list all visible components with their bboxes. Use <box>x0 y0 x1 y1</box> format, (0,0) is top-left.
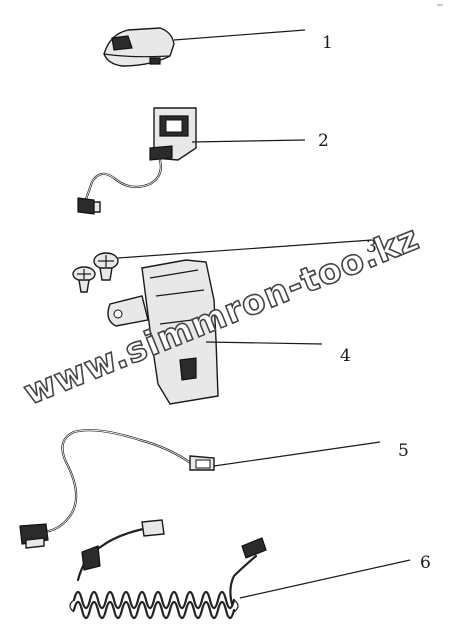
leader-line-5 <box>213 441 381 467</box>
part-mount-bracket <box>107 259 323 405</box>
callout-4: 4 <box>340 346 351 366</box>
part-cap <box>103 27 306 67</box>
callout-3: 3 <box>366 237 377 257</box>
leader-line-6 <box>239 559 411 599</box>
part-screws <box>72 239 373 293</box>
callout-5: 5 <box>398 441 409 461</box>
part-connector-box <box>77 107 306 215</box>
leader-line-2 <box>191 139 306 143</box>
part-coiled-cable <box>69 519 411 620</box>
corner-mark: ᵛᵐ <box>436 3 443 10</box>
leader-line-3 <box>117 239 373 259</box>
leader-line-1 <box>173 29 306 41</box>
watermark: www.simmron-too.kz <box>18 218 425 413</box>
leader-line-4 <box>205 341 323 345</box>
callout-6: 6 <box>420 553 431 573</box>
callout-2: 2 <box>318 131 329 151</box>
callout-1: 1 <box>322 33 333 53</box>
part-wire-harness <box>19 429 381 549</box>
